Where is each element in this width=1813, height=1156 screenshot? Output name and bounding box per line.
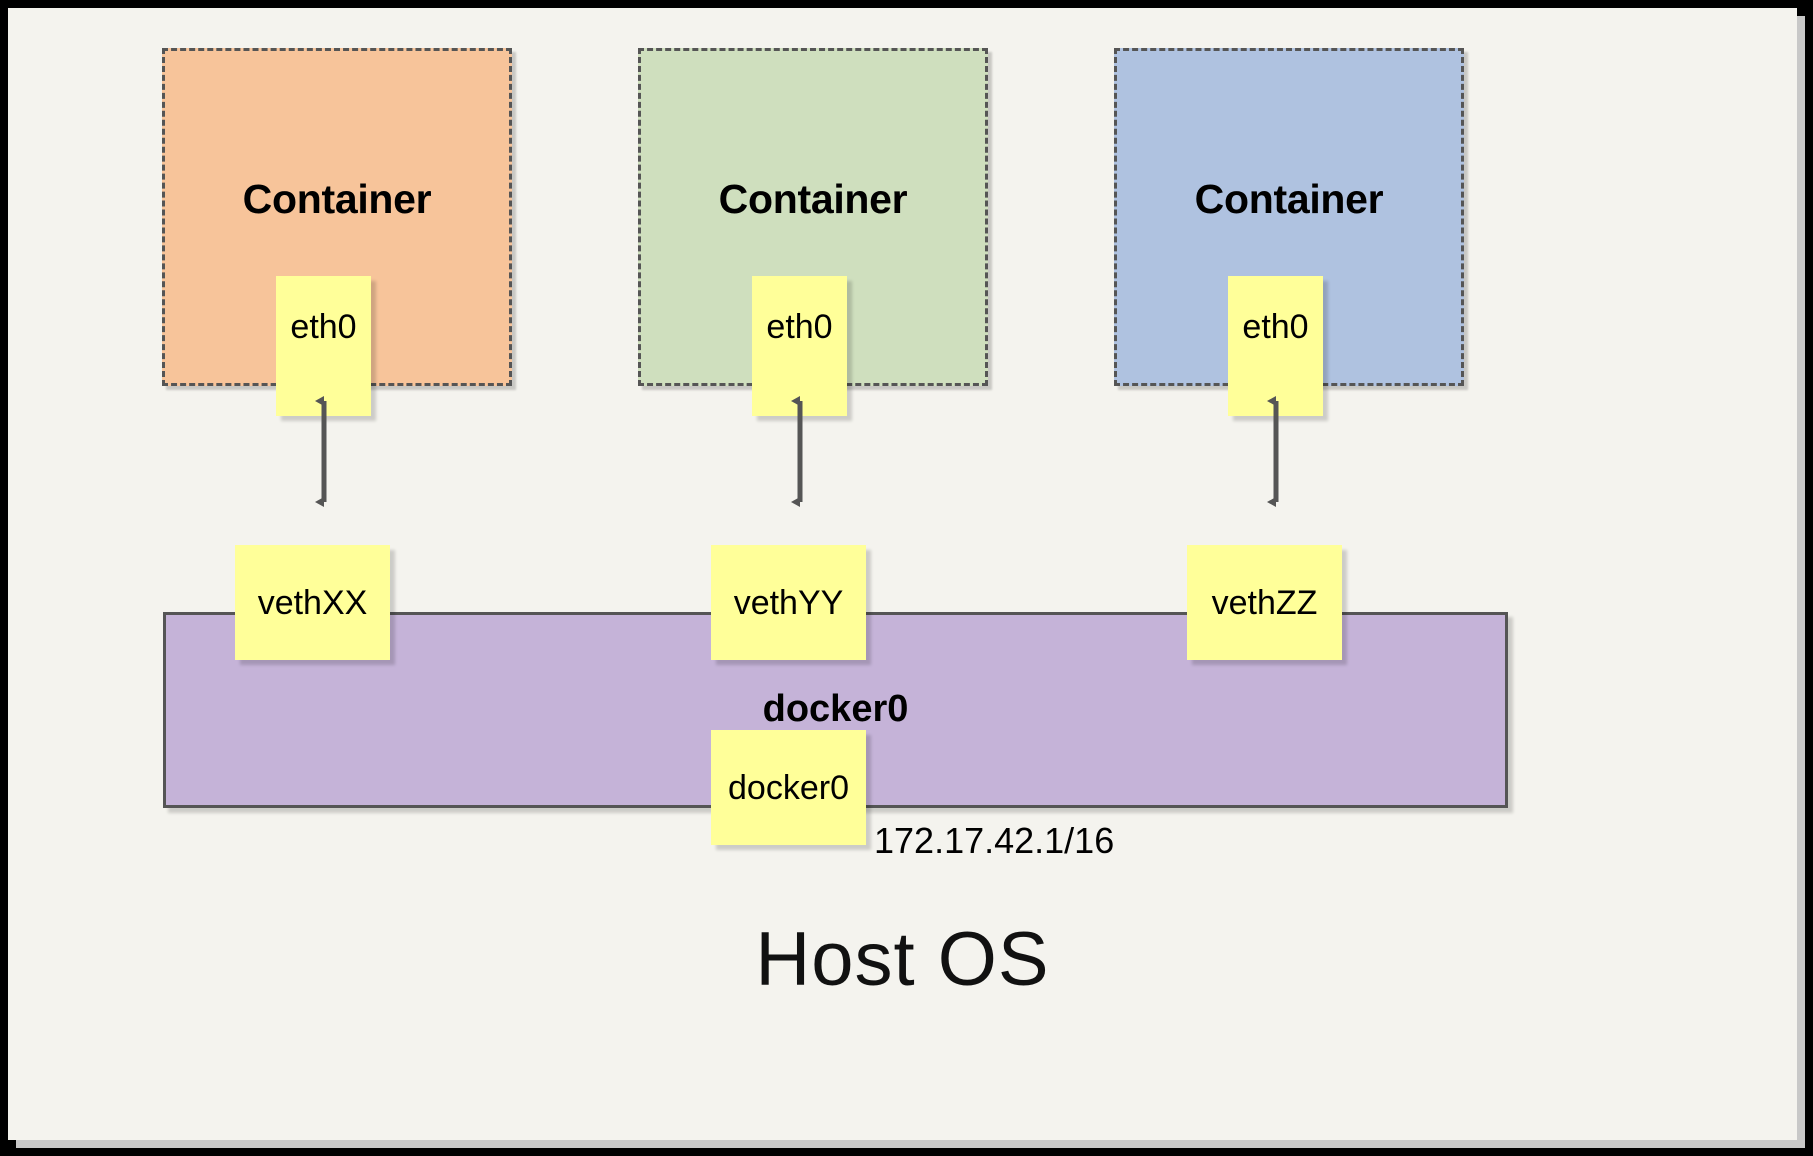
diagram-canvas: Container eth0 Container eth0 Container … — [8, 8, 1797, 1140]
link-eth0-vethZZ — [1267, 396, 1279, 507]
container-3-eth0-chip: eth0 — [1228, 276, 1323, 416]
docker0-interface-label: docker0 — [728, 768, 849, 807]
docker0-interface-chip: docker0 — [711, 730, 866, 845]
container-1-eth0-chip: eth0 — [276, 276, 371, 416]
container-2-eth0-chip: eth0 — [752, 276, 847, 416]
veth-xx-label: vethXX — [257, 583, 368, 622]
veth-yy-label: vethYY — [733, 583, 844, 622]
container-3-title: Container — [1194, 176, 1384, 222]
container-2-eth0-label: eth0 — [766, 308, 833, 346]
container-1-eth0-label: eth0 — [290, 308, 357, 346]
veth-zz-label: vethZZ — [1211, 583, 1318, 622]
veth-xx-chip: vethXX — [235, 545, 390, 660]
container-1-title: Container — [242, 176, 432, 222]
container-2-title: Container — [718, 176, 908, 222]
veth-zz-chip: vethZZ — [1187, 545, 1342, 660]
link-eth0-vethXX — [315, 396, 327, 507]
docker0-bridge-title: docker0 — [762, 688, 909, 730]
host-os-title: Host OS — [755, 917, 1050, 1002]
veth-yy-chip: vethYY — [711, 545, 866, 660]
docker0-ip-address: 172.17.42.1/16 — [874, 820, 1115, 861]
link-eth0-vethYY — [791, 396, 803, 507]
container-3-eth0-label: eth0 — [1242, 308, 1309, 346]
